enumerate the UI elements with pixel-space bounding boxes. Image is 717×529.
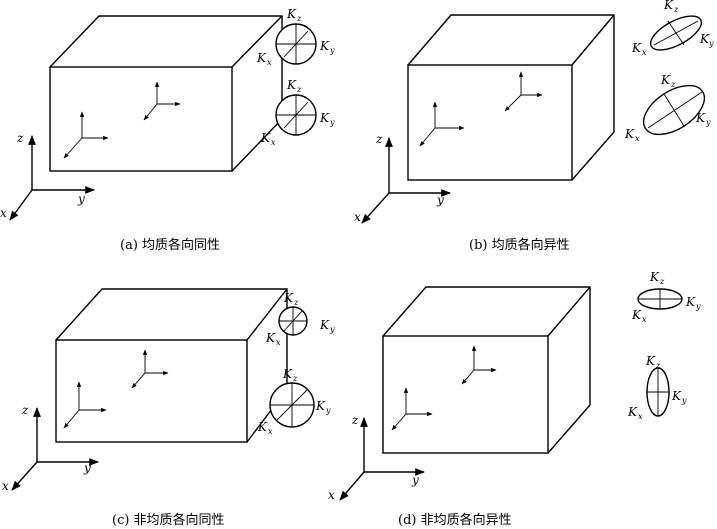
box-b xyxy=(407,14,615,181)
k-label: K xyxy=(627,405,638,419)
k-label: K xyxy=(631,41,642,55)
k-sub: y xyxy=(681,396,687,405)
k-label: K xyxy=(671,389,682,403)
k-sub: y xyxy=(708,39,714,48)
k-sub: z xyxy=(296,14,302,23)
k-sub: z xyxy=(292,374,298,383)
local-axes-c2 xyxy=(131,349,169,389)
k-sub: x xyxy=(267,58,272,67)
k-label: K xyxy=(645,354,656,368)
k-sub: x xyxy=(271,138,276,147)
k-label: K xyxy=(660,73,671,87)
axis-label-y: y xyxy=(83,461,91,475)
k-ellipse-b2: K z K y K x xyxy=(624,73,711,143)
k-sub: y xyxy=(695,302,701,311)
box-a xyxy=(49,15,283,172)
k-label: K xyxy=(319,318,330,332)
caption-b: (b) 均质各向异性 xyxy=(469,237,570,253)
k-sub: x xyxy=(642,315,647,324)
k-ellipse-c1: K z K y K x xyxy=(265,291,335,347)
k-label: K xyxy=(319,39,330,53)
k-sub: x xyxy=(276,338,281,347)
local-axes-c1 xyxy=(63,381,107,429)
k-sub: y xyxy=(329,118,335,127)
axis-label-z: z xyxy=(351,413,359,427)
axis-label-x: x xyxy=(0,206,7,220)
box-d xyxy=(382,286,591,454)
k-ellipse-b1: K z K y K x xyxy=(631,0,714,57)
k-label: K xyxy=(282,367,293,381)
k-sub: y xyxy=(325,406,331,415)
box-c xyxy=(55,288,288,443)
axis-label-z: z xyxy=(375,132,383,146)
axis-label-y: y xyxy=(436,193,444,207)
k-sub: z xyxy=(659,277,665,286)
k-sub: z xyxy=(673,5,679,14)
panel-a: z y x K z K y K x K z K y K x ( xyxy=(0,7,335,253)
k-sub: x xyxy=(642,48,647,57)
k-label: K xyxy=(695,111,706,125)
local-axes-b2 xyxy=(504,71,543,112)
k-label: K xyxy=(315,399,326,413)
k-sub: x xyxy=(635,134,640,143)
axis-label-z: z xyxy=(21,403,29,417)
k-sub: z xyxy=(655,361,661,370)
local-axes-a1 xyxy=(63,111,109,159)
k-label: K xyxy=(319,111,330,125)
k-sub: y xyxy=(705,118,711,127)
k-ellipse-d1: K z K y K x xyxy=(631,270,701,324)
k-label: K xyxy=(260,131,271,145)
k-label: K xyxy=(685,295,696,309)
panel-b: z y x K z K y K x K z K y K x (b) 均质各向异性 xyxy=(354,0,714,253)
global-axes-b: z y x xyxy=(354,132,451,224)
local-axes-b1 xyxy=(419,101,465,147)
axis-label-x: x xyxy=(354,210,361,224)
panel-d: z y x K z K y K x K z K y K x (d) 非均质各向异… xyxy=(328,270,701,528)
k-sub: z xyxy=(670,80,676,89)
k-label: K xyxy=(699,32,710,46)
axis-label-z: z xyxy=(16,131,24,145)
k-label: K xyxy=(663,0,674,12)
panel-c: z y x K z K y K x K z K y K x ( xyxy=(2,288,335,528)
global-axes-a: z y x xyxy=(0,131,95,221)
k-ellipse-c2: K z K y K x xyxy=(257,367,331,436)
axis-label-y: y xyxy=(77,192,85,206)
k-sub: x xyxy=(638,412,643,421)
k-sub: z xyxy=(293,298,299,307)
global-axes-d: z y x xyxy=(328,413,425,502)
k-sub: y xyxy=(329,46,335,55)
k-label: K xyxy=(624,127,635,141)
k-ellipse-a2: K z K y K x xyxy=(260,78,335,147)
k-label: K xyxy=(286,7,297,21)
caption-c: (c) 非均质各向同性 xyxy=(112,512,225,528)
global-axes-c: z y x xyxy=(2,403,99,493)
k-ellipse-d2: K z K y K x xyxy=(627,354,687,421)
k-label: K xyxy=(286,78,297,92)
axis-label-x: x xyxy=(2,479,9,493)
k-label: K xyxy=(265,331,276,345)
k-sub: y xyxy=(329,325,335,334)
k-sub: x xyxy=(268,427,273,436)
axis-label-y: y xyxy=(411,473,419,487)
caption-d: (d) 非均质各向异性 xyxy=(398,512,512,528)
local-axes-a2 xyxy=(143,81,181,121)
k-ellipse-a1: K z K y K x xyxy=(256,7,335,67)
k-label: K xyxy=(649,270,660,284)
caption-a: (a) 均质各向同性 xyxy=(120,237,220,253)
local-axes-d1 xyxy=(391,387,433,431)
local-axes-d2 xyxy=(461,345,497,385)
k-label: K xyxy=(257,420,268,434)
k-sub: z xyxy=(296,85,302,94)
k-label: K xyxy=(256,51,267,65)
k-label: K xyxy=(631,308,642,322)
axis-label-x: x xyxy=(328,488,335,502)
k-label: K xyxy=(283,291,294,305)
